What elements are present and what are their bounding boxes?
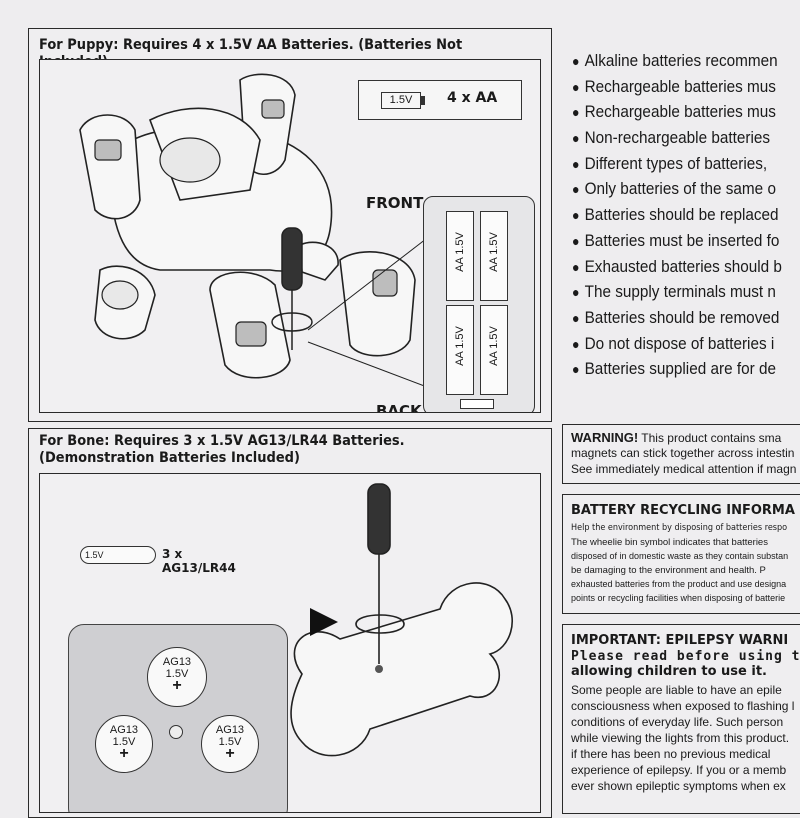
bone-diagram-area: 1.5V 3 x AG13/LR44 AG13 1.5V + AG13 1.5V… [39, 473, 541, 813]
bone-battery-count-box: 1.5V 3 x AG13/LR44 [80, 544, 236, 575]
front-label: FRONT [366, 194, 424, 212]
rule-item: ●The supply terminals must n [572, 282, 776, 302]
coin-cell-top: AG13 1.5V + [147, 647, 207, 707]
rule-item: ●Non-rechargeable batteries [572, 128, 771, 148]
rule-item: ●Batteries must be inserted fo [572, 230, 780, 250]
rule-item: ●Batteries should be removed [572, 307, 780, 327]
battery-cell-2: AA 1.5V [480, 211, 508, 301]
coin-battery-icon: 1.5V [80, 546, 156, 564]
bone-panel-title-line2: (Demonstration Batteries Included) [39, 450, 300, 466]
bone-illustration [290, 483, 514, 757]
puppy-diagram-area: 1.5V 4 x AA FRONT BACK AA 1.5V AA 1.5V A… [39, 59, 541, 413]
battery-cell-1: AA 1.5V [446, 211, 474, 301]
puppy-battery-count-box: 1.5V 4 x AA [358, 80, 522, 120]
magnet-warning-box: WARNING! This product contains sma magne… [562, 424, 800, 484]
back-label: BACK [376, 402, 422, 413]
rule-item: ●Alkaline batteries recommen [572, 51, 778, 70]
warning-heading: WARNING! [571, 430, 639, 445]
recycling-heading: BATTERY RECYCLING INFORMA [571, 503, 795, 518]
aa-battery-nub [421, 96, 425, 105]
puppy-battery-panel: For Puppy: Requires 4 x 1.5V AA Batterie… [28, 28, 552, 422]
holder-screw-icon [169, 725, 183, 739]
battery-recycling-box: BATTERY RECYCLING INFORMA Help the envir… [562, 494, 800, 614]
battery-cell-3: AA 1.5V [446, 305, 474, 395]
rule-item: ●Different types of batteries, [572, 153, 768, 173]
bone-panel-title-line1: For Bone: Requires 3 x 1.5V AG13/LR44 Ba… [39, 433, 405, 449]
bone-battery-count: 3 x AG13/LR44 [162, 547, 236, 575]
coin-cell-holder: AG13 1.5V + AG13 1.5V + AG13 1.5V + [68, 624, 288, 812]
rule-item: ●Only batteries of the same o [572, 179, 776, 199]
rule-item: ●Batteries supplied are for de [572, 359, 776, 379]
battery-rules-list: ●Alkaline batteries recommen ●Rechargeab… [572, 48, 800, 382]
rule-item: ●Rechargeable batteries mus [572, 76, 776, 96]
bone-arrow-icon [310, 608, 338, 636]
rule-item: ●Do not dispose of batteries i [572, 333, 775, 353]
battery-cell-4: AA 1.5V [480, 305, 508, 395]
rule-item: ●Batteries should be replaced [572, 205, 779, 225]
epilepsy-heading: IMPORTANT: EPILEPSY WARNI [571, 633, 789, 648]
coin-cell-left: AG13 1.5V + [95, 715, 153, 773]
aa-battery-icon: 1.5V [381, 92, 421, 109]
rule-item: ●Exhausted batteries should b [572, 256, 782, 276]
rule-item: ●Rechargeable batteries mus [572, 102, 776, 122]
coin-cell-right: AG13 1.5V + [201, 715, 259, 773]
aa-battery-voltage: 1.5V [389, 94, 413, 106]
battery-compartment: AA 1.5V AA 1.5V AA 1.5V AA 1.5V [423, 196, 535, 412]
epilepsy-warning-box: IMPORTANT: EPILEPSY WARNI Please read be… [562, 624, 800, 814]
puppy-battery-count: 4 x AA [447, 90, 498, 106]
bone-battery-panel: For Bone: Requires 3 x 1.5V AG13/LR44 Ba… [28, 428, 552, 818]
puppy-robot-illustration [79, 73, 436, 391]
compartment-latch [460, 399, 494, 409]
